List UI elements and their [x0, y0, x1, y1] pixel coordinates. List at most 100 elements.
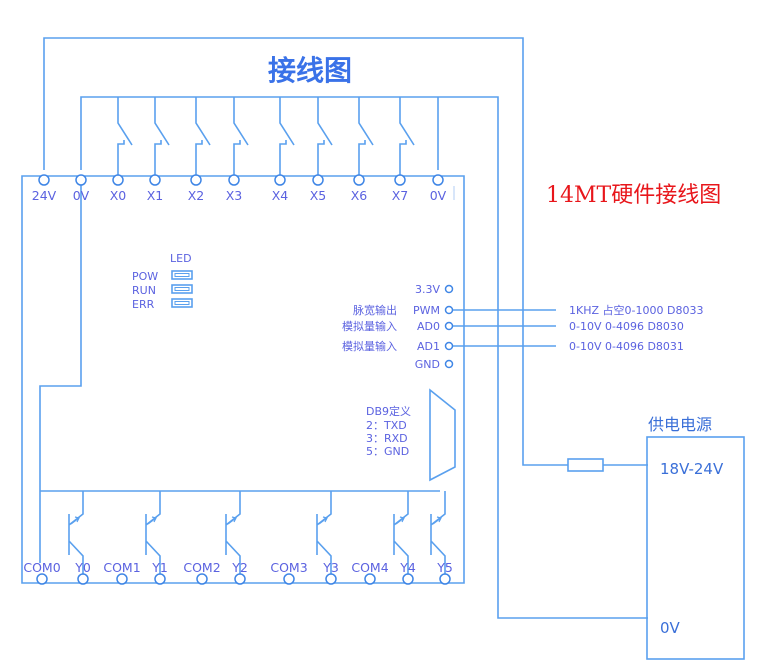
terminal-y3	[325, 573, 337, 585]
switch-x5	[317, 97, 333, 175]
db9-pin: 2：TXD	[366, 419, 407, 432]
wire-0v-bus	[80, 96, 648, 619]
fuse	[567, 458, 604, 472]
transistor-y4	[393, 491, 409, 574]
terminal-com3	[283, 573, 295, 585]
input-switches	[117, 97, 415, 175]
pin-description: 模拟量输入	[342, 319, 397, 333]
pin-description: 模拟量输入	[342, 339, 397, 353]
terminal-label: Y3	[322, 560, 339, 575]
io-pins: 3.3V PWM 脉宽输出 AD0 模拟量输入 AD1 模拟量输入 GND 1KHZ 占空0-1…	[342, 283, 703, 371]
pin-3.3v: 3.3V	[415, 283, 440, 296]
psu-negative: 0V	[660, 619, 681, 637]
terminal-label: X3	[226, 188, 243, 203]
signal-note: 1KHZ 占空0-1000 D8033	[569, 303, 703, 317]
output-terminals: COM0 Y0 COM1 Y1 COM2 Y2 COM3 Y3 COM4 Y4 Y5	[23, 560, 453, 585]
switch-x4	[279, 97, 295, 175]
terminal-label: COM1	[103, 560, 140, 575]
terminal-label: Y1	[151, 560, 168, 575]
switch-x0	[117, 97, 133, 175]
terminal-label: X0	[110, 188, 127, 203]
terminal-label: Y5	[436, 560, 453, 575]
led-err	[171, 298, 193, 308]
signal-note: 0-10V 0-4096 D8030	[569, 320, 684, 333]
terminal-x5	[312, 174, 324, 186]
wire-0v-internal	[39, 182, 82, 563]
transistor-y1	[145, 491, 161, 574]
terminal-com4	[364, 573, 376, 585]
terminal-x1	[149, 174, 161, 186]
terminal-x3	[228, 174, 240, 186]
terminal-com1	[116, 573, 128, 585]
pin-ad0: AD0	[417, 320, 440, 333]
terminal-label: X1	[147, 188, 164, 203]
pin-ad1: AD1	[417, 340, 440, 353]
terminal-x7	[394, 174, 406, 186]
terminal-label: Y0	[74, 560, 91, 575]
transistor-y2	[225, 491, 241, 574]
diagram-title: 接线图	[268, 54, 352, 87]
terminal-label: Y2	[231, 560, 248, 575]
switch-x2	[195, 97, 211, 175]
pin-pwm: PWM	[413, 304, 440, 317]
terminal-com2	[196, 573, 208, 585]
terminal-x4	[274, 174, 286, 186]
terminal-y0	[77, 573, 89, 585]
power-supply	[646, 436, 745, 660]
led-pow	[171, 270, 193, 280]
led-header: LED	[170, 252, 192, 265]
terminal-label: X4	[272, 188, 289, 203]
terminal-x2	[190, 174, 202, 186]
terminal-label: 0V	[73, 188, 90, 203]
led-label: RUN	[132, 284, 156, 297]
pin-gnd: GND	[415, 358, 440, 371]
db9-pin: 5：GND	[366, 445, 409, 458]
transistor-y0	[68, 491, 84, 574]
led-label: POW	[132, 270, 158, 283]
output-transistors	[68, 491, 446, 574]
terminal-label: 24V	[32, 188, 57, 203]
pin-terminal	[444, 305, 454, 315]
db9-connector	[429, 388, 456, 482]
pin-description: 脉宽输出	[353, 303, 397, 317]
switch-x6	[358, 97, 374, 175]
terminal-label: X7	[392, 188, 409, 203]
terminal-label: X5	[310, 188, 327, 203]
terminal-label: COM0	[23, 560, 60, 575]
terminal-0v	[432, 174, 444, 186]
transistor-y5	[430, 491, 446, 574]
terminal-x6	[353, 174, 365, 186]
terminal-label: 0V	[430, 188, 447, 203]
switch-x7	[399, 97, 415, 175]
terminal-label: COM4	[351, 560, 388, 575]
transistor-y3	[316, 491, 332, 574]
terminal-label: COM2	[183, 560, 220, 575]
terminal-24v	[38, 174, 50, 186]
terminal-label: COM3	[270, 560, 307, 575]
pin-terminal	[444, 341, 454, 351]
terminal-com0	[36, 573, 48, 585]
terminal-0v	[75, 174, 87, 186]
terminal-y5	[439, 573, 451, 585]
signal-note: 0-10V 0-4096 D8031	[569, 340, 684, 353]
terminal-x0	[112, 174, 124, 186]
psu-title: 供电电源	[648, 415, 712, 434]
pin-terminal	[444, 321, 454, 331]
terminal-y4	[402, 573, 414, 585]
led-run	[171, 284, 193, 294]
db9-title: DB9定义	[366, 404, 411, 418]
terminal-label: Y4	[399, 560, 416, 575]
led-label: ERR	[132, 298, 155, 311]
diagram-subtitle: 14MT硬件接线图	[546, 183, 721, 208]
psu-positive: 18V-24V	[660, 460, 724, 478]
terminal-y1	[154, 573, 166, 585]
pin-terminal	[444, 284, 454, 294]
terminal-y2	[234, 573, 246, 585]
pin-terminal	[444, 359, 454, 369]
db9-pin: 3：RXD	[366, 432, 408, 445]
switch-x1	[154, 97, 170, 175]
